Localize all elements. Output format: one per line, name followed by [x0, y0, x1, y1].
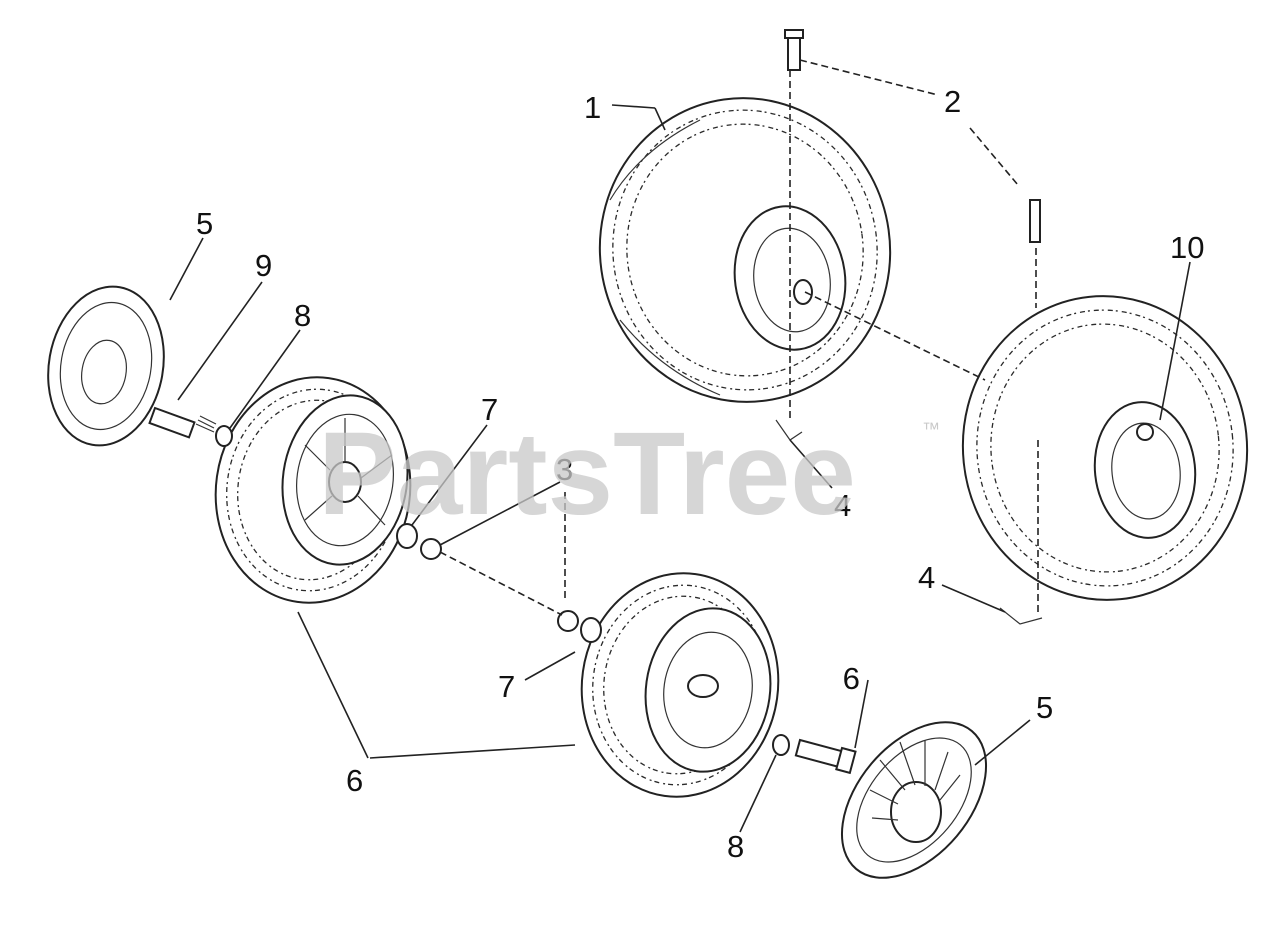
- watermark-trademark: ™: [922, 419, 940, 439]
- washer-upper: [396, 523, 418, 549]
- callout-9-left: 9: [255, 248, 272, 283]
- front-wheel-bottom: [580, 572, 780, 798]
- callout-8-lower: 8: [727, 829, 744, 864]
- rear-wheel-top: [598, 97, 892, 403]
- callout-3: 3: [556, 452, 573, 487]
- washer-lower: [580, 617, 602, 643]
- nut-upper: [420, 538, 442, 560]
- valve-stem: [784, 29, 1041, 243]
- spacer-right: [772, 734, 790, 756]
- leader-lines: [169, 59, 1191, 833]
- clip-lower: [999, 607, 1043, 625]
- nut-lower: [557, 610, 579, 632]
- hub-cap-left: [47, 285, 165, 447]
- callout-4-lower: 4: [918, 560, 935, 595]
- hub-cap-right: [840, 721, 988, 879]
- callout-7-upper: 7: [481, 392, 498, 427]
- callout-5-left: 5: [196, 206, 213, 241]
- callout-10: 10: [1170, 230, 1204, 265]
- axle-bolt-left: [148, 406, 217, 439]
- callout-7-lower: 7: [498, 669, 515, 704]
- callout-1: 1: [584, 90, 601, 125]
- callout-5-lower: 5: [1036, 690, 1053, 725]
- callout-9-lower: 9: [843, 661, 860, 696]
- callout-4-upper: 4: [834, 488, 851, 523]
- callout-8-left: 8: [294, 298, 311, 333]
- front-wheel-left: [214, 376, 412, 604]
- callout-6: 6: [346, 763, 363, 798]
- rear-wheel-right: [961, 295, 1249, 601]
- spacer-left: [215, 425, 233, 447]
- callout-2: 2: [944, 84, 961, 119]
- watermark-logo: PartsTree: [318, 408, 856, 540]
- axle-bolt-right: [794, 738, 857, 775]
